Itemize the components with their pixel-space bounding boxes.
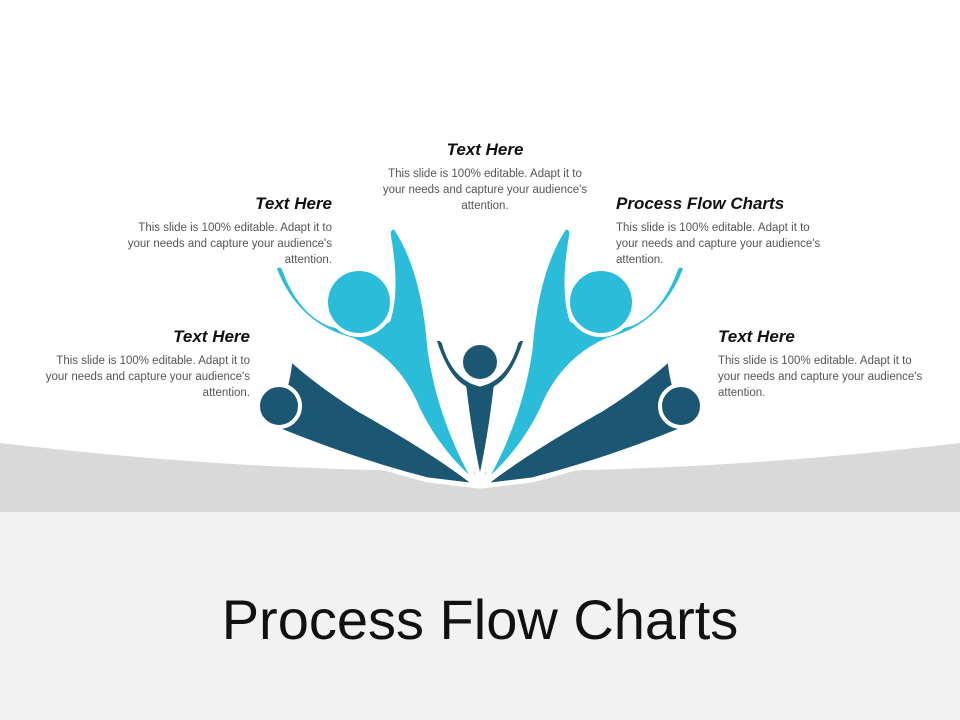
text-block-center: Text Here This slide is 100% editable. A…	[380, 140, 590, 214]
text-block-left-upper: Text Here This slide is 100% editable. A…	[124, 194, 332, 268]
block-body: This slide is 100% editable. Adapt it to…	[45, 355, 250, 399]
figure-outer-left	[222, 355, 481, 489]
block-heading: Text Here	[446, 140, 524, 159]
block-body: This slide is 100% editable. Adapt it to…	[718, 355, 923, 399]
block-heading: Process Flow Charts	[616, 194, 785, 213]
block-heading: Text Here	[255, 194, 332, 213]
block-body: This slide is 100% editable. Adapt it to…	[616, 222, 821, 266]
figure-inner-left	[271, 224, 481, 489]
text-block-right-upper: Process Flow Charts This slide is 100% e…	[616, 194, 828, 268]
text-block-left-lower: Text Here This slide is 100% editable. A…	[40, 327, 250, 401]
figure-inner-right	[479, 224, 689, 489]
figure-center	[431, 335, 529, 487]
slide-title: Process Flow Charts	[221, 588, 739, 651]
text-block-right-lower: Text Here This slide is 100% editable. A…	[718, 327, 933, 401]
bottom-title-panel	[0, 512, 960, 720]
block-heading: Text Here	[718, 327, 795, 346]
figure-outer-right	[479, 355, 738, 489]
block-body: This slide is 100% editable. Adapt it to…	[127, 222, 332, 266]
block-heading: Text Here	[173, 327, 250, 346]
block-body: This slide is 100% editable. Adapt it to…	[382, 168, 588, 212]
